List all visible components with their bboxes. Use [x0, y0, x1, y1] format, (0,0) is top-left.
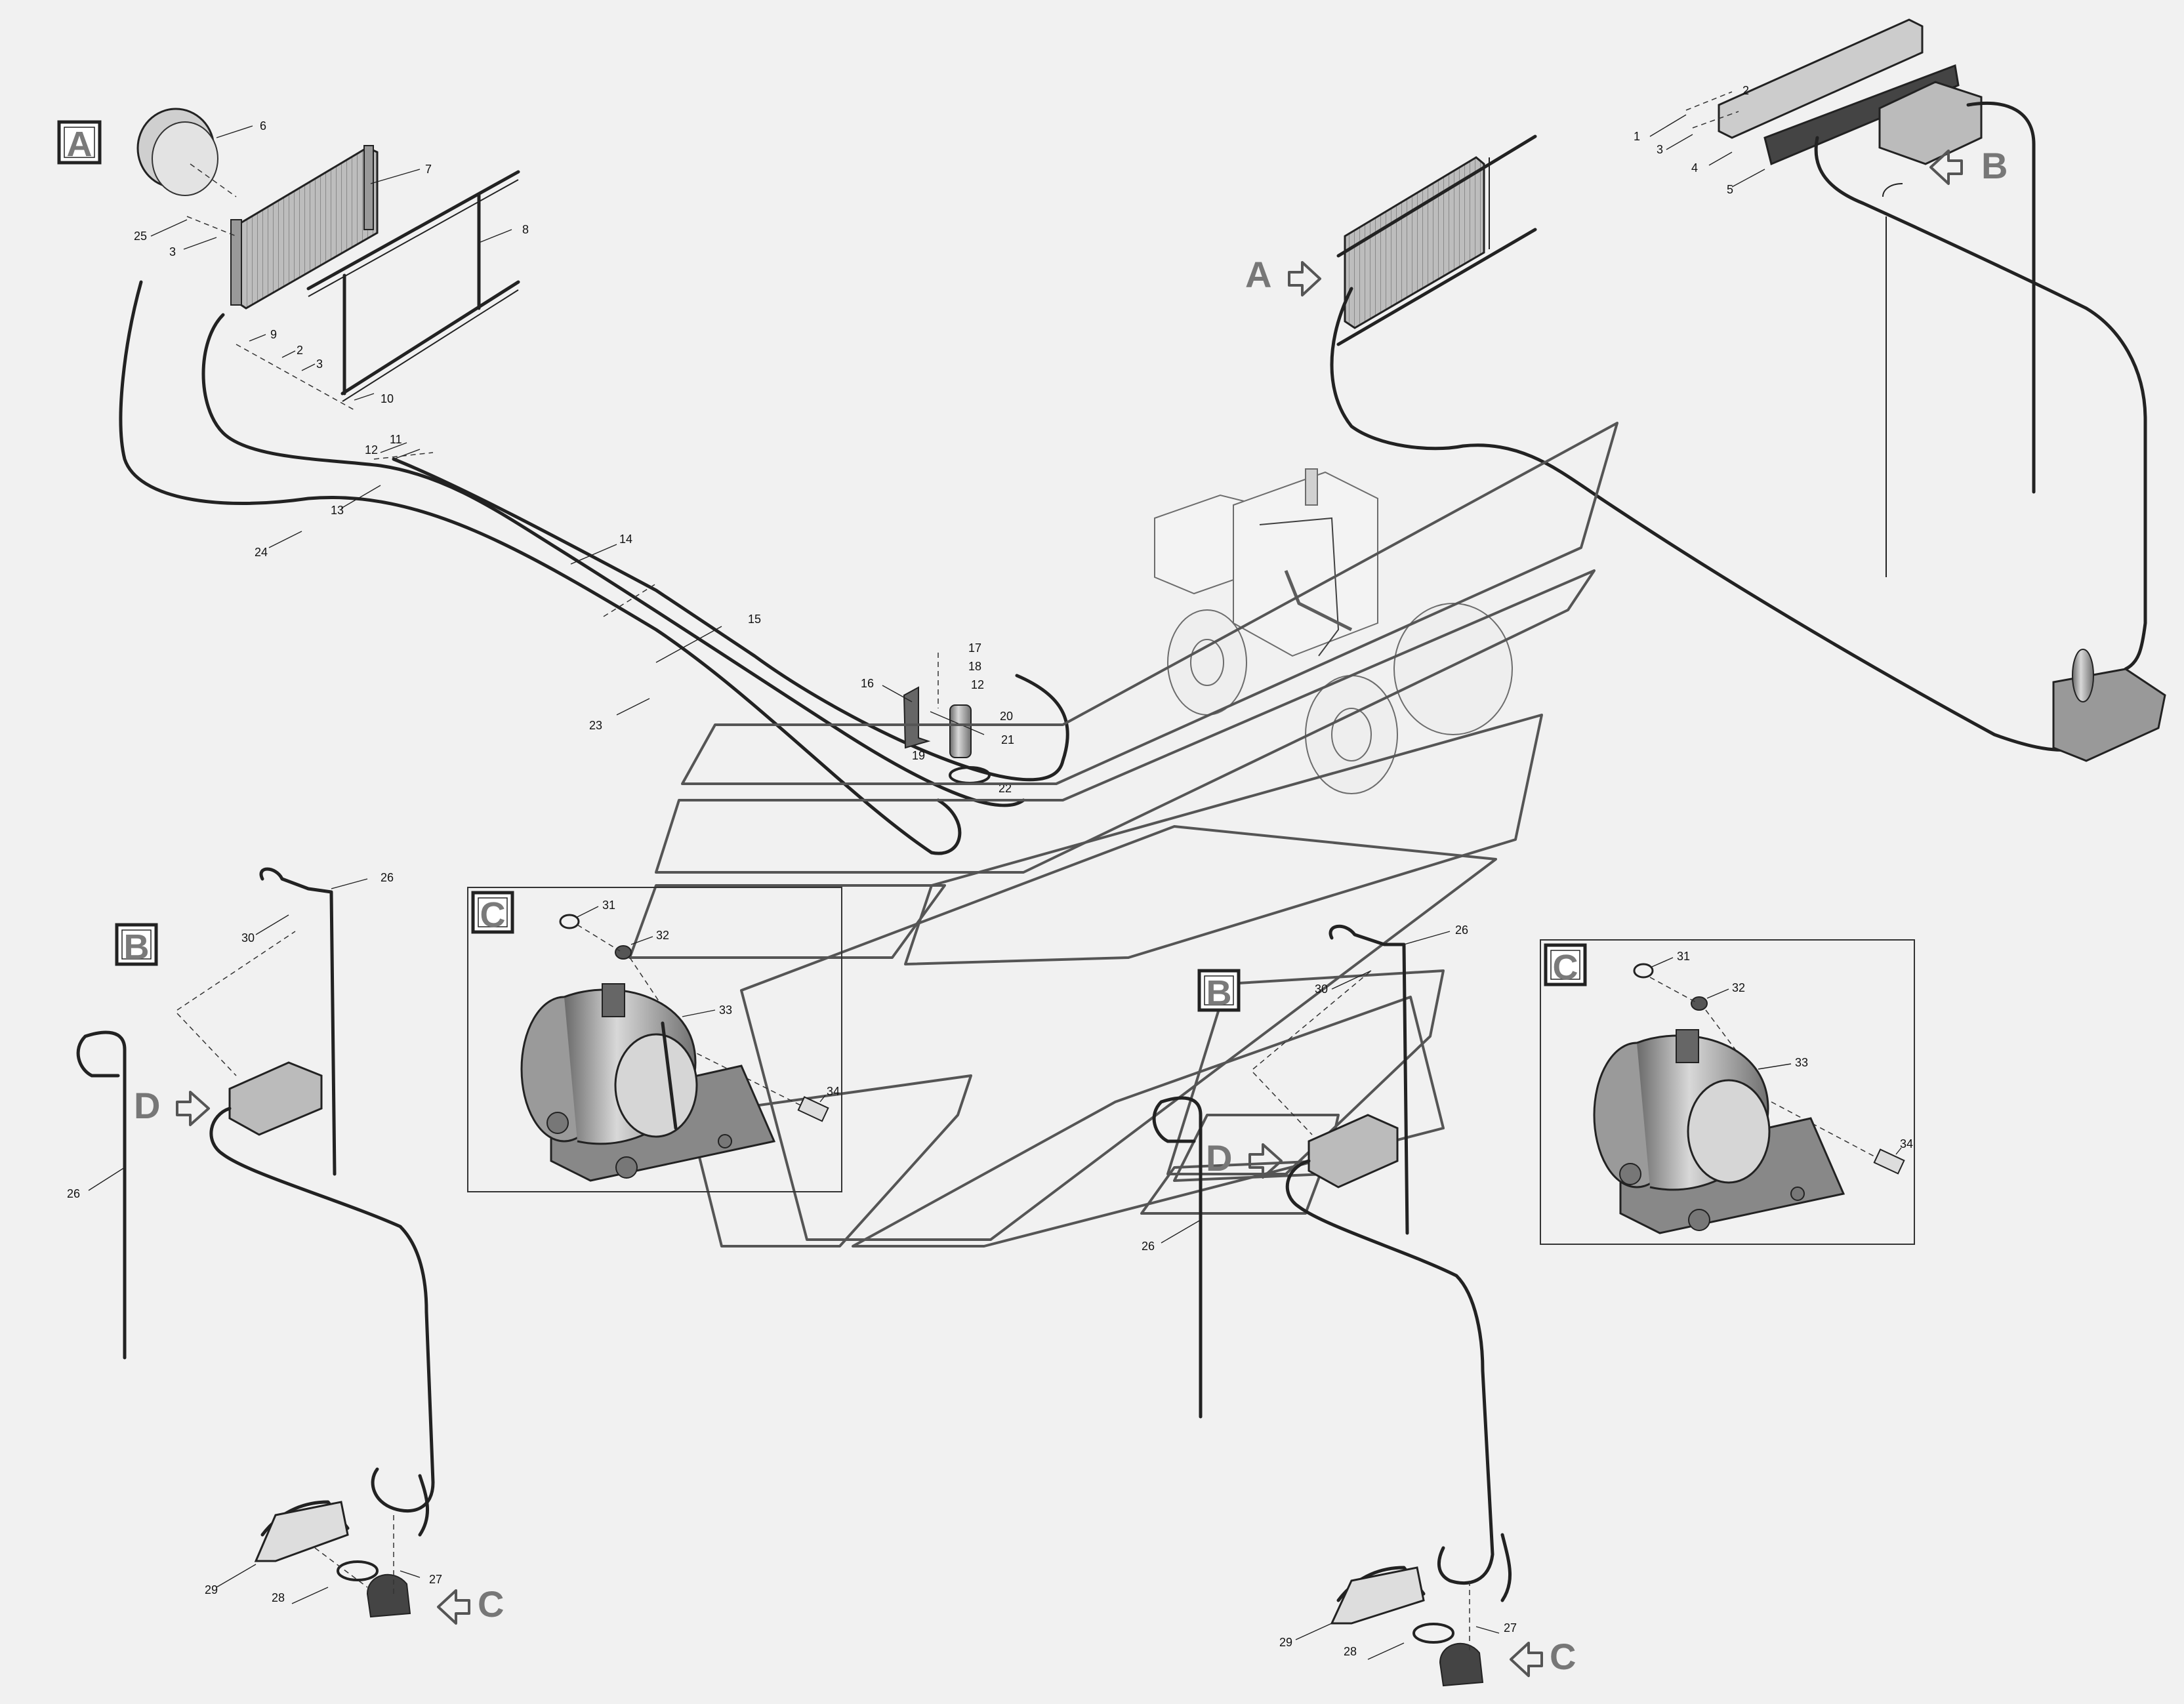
refrigerant-lines-left [119, 280, 1069, 855]
leaders-top-right [1649, 91, 1765, 188]
leaders-detail-c-right [1651, 957, 1902, 1155]
part-num-7: 7 [425, 163, 432, 176]
refrigerant-lines-right [1330, 102, 2166, 762]
callout-letter-a-right: A [1245, 254, 1271, 295]
part-num-9: 9 [270, 328, 277, 341]
part-num-26-c: 26 [1455, 923, 1468, 937]
part-num-33-a: 33 [719, 1004, 732, 1017]
part-num-10: 10 [381, 392, 394, 405]
callout-letter-c-panel-left: C [480, 895, 506, 935]
part-num-5: 5 [1727, 183, 1733, 196]
evaporator-top-right [1718, 18, 1983, 166]
part-num-17: 17 [968, 641, 981, 655]
part-num-30-b: 30 [1315, 983, 1328, 996]
callout-letter-b-left: B [124, 927, 150, 967]
part-num-34-b: 34 [1900, 1137, 1913, 1150]
part-num-12: 12 [365, 443, 378, 456]
part-num-3: 3 [169, 245, 176, 258]
condenser-fan-disc [136, 108, 218, 196]
part-num-19: 19 [912, 749, 925, 762]
callout-letter-d-left: D [134, 1085, 160, 1126]
part-num-26-a: 26 [381, 871, 394, 884]
callout-c-left: C [437, 1583, 504, 1625]
part-num-26-b: 26 [67, 1187, 80, 1200]
part-num-4: 4 [1691, 161, 1698, 174]
part-num-31-b: 31 [1677, 950, 1690, 963]
callout-a-arrow-right: A [1245, 254, 1321, 296]
fastener-dashes-left [186, 163, 939, 708]
part-num-29-a: 29 [205, 1583, 218, 1596]
detail-b-right: B [1152, 924, 1512, 1687]
part-num-11: 11 [390, 433, 402, 446]
detail-b-left: B [76, 867, 435, 1618]
part-num-8: 8 [522, 223, 529, 236]
detail-c-left-panel: C [467, 887, 842, 1192]
part-num-27-a: 27 [429, 1573, 442, 1586]
part-num-15: 15 [748, 613, 761, 626]
receiver-drier [903, 686, 991, 784]
callout-letter-b-right: B [1206, 973, 1232, 1013]
part-num-24: 24 [255, 546, 268, 559]
part-num-12b: 12 [971, 678, 984, 691]
detail-c-right-panel: C [1540, 939, 1915, 1245]
part-num-26-d: 26 [1142, 1240, 1155, 1253]
part-num-32-b: 32 [1732, 981, 1745, 994]
condenser-core [230, 145, 379, 310]
condenser-frame [306, 170, 520, 402]
part-num-13: 13 [331, 504, 344, 517]
part-num-27-b: 27 [1504, 1621, 1517, 1634]
part-num-20: 20 [1000, 710, 1013, 723]
callout-b-arrow-right: B [1929, 145, 2008, 186]
part-num-28-b: 28 [1344, 1645, 1357, 1658]
part-num-28-a: 28 [272, 1591, 285, 1604]
part-num-29-b: 29 [1279, 1636, 1292, 1649]
callout-letter-d-right: D [1206, 1137, 1232, 1179]
part-num-34-a: 34 [827, 1085, 840, 1098]
part-num-31-a: 31 [602, 899, 615, 912]
part-num-16: 16 [861, 677, 874, 690]
part-num-3-right: 3 [1657, 143, 1663, 156]
part-num-2: 2 [297, 344, 303, 357]
callout-c-right: C [1510, 1636, 1576, 1677]
leaders-top-left [150, 125, 985, 735]
leaders-detail-c-left [577, 906, 826, 1103]
part-num-6: 6 [260, 119, 266, 132]
callout-letter-b-top: B [1981, 145, 2008, 186]
callout-d-right: D [1206, 1137, 1283, 1179]
tractor-ghost [1154, 468, 1513, 794]
callout-letter-c-left: C [478, 1583, 504, 1625]
part-num-30-a: 30 [241, 931, 255, 944]
callout-box-a: A [57, 120, 102, 165]
callout-letter-a: A [67, 125, 93, 164]
condenser-assembly-right [1336, 134, 1537, 346]
part-num-3b: 3 [316, 357, 323, 371]
part-num-23: 23 [589, 719, 602, 732]
guide-arrows [628, 422, 1618, 1248]
leaders-detail-b-right [1161, 931, 1500, 1660]
part-num-25: 25 [134, 230, 147, 243]
part-num-18: 18 [968, 660, 981, 673]
part-num-21: 21 [1001, 733, 1014, 746]
part-num-33-b: 33 [1795, 1056, 1808, 1069]
part-num-1: 1 [1634, 130, 1640, 143]
callout-letter-c-panel-right: C [1553, 948, 1578, 987]
part-num-14: 14 [619, 533, 632, 546]
leaders-detail-b-left [88, 878, 421, 1604]
part-num-2-right: 2 [1742, 84, 1749, 97]
callout-d-left: D [134, 1085, 210, 1126]
part-num-32-a: 32 [656, 929, 669, 942]
callout-letter-c-right: C [1550, 1636, 1576, 1677]
